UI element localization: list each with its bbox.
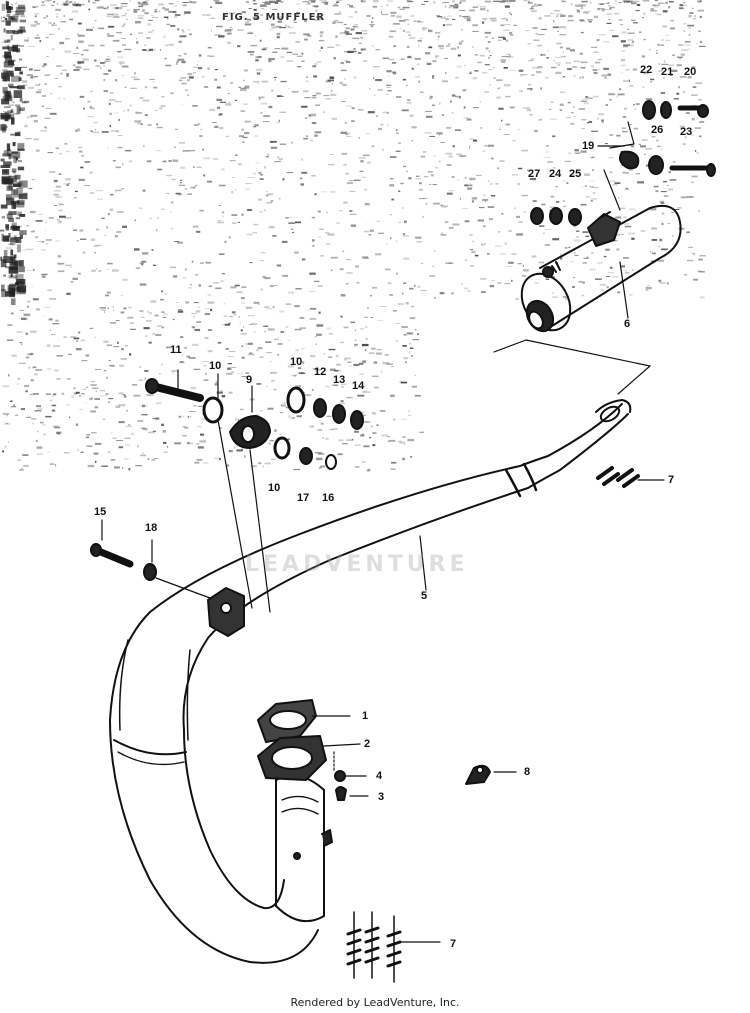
callout-17: 17 bbox=[297, 492, 310, 504]
callout-5: 5 bbox=[421, 590, 428, 602]
callout-2: 2 bbox=[364, 738, 371, 750]
callout-7-top: 7 bbox=[668, 474, 675, 486]
callout-7-bottom: 7 bbox=[450, 938, 457, 950]
callout-10-bottom: 10 bbox=[268, 482, 281, 494]
callout-12: 12 bbox=[314, 366, 327, 378]
pipe-bracket bbox=[90, 519, 245, 637]
callout-8: 8 bbox=[524, 766, 531, 778]
callout-1: 1 bbox=[362, 710, 369, 722]
watermark-text: LEADVENTURE bbox=[245, 552, 469, 577]
clamp-hardware bbox=[145, 369, 364, 613]
muffler-part bbox=[520, 204, 682, 333]
spring-pair-top bbox=[596, 466, 665, 488]
callout-14: 14 bbox=[352, 380, 365, 392]
callout-11: 11 bbox=[170, 344, 182, 356]
callout-19: 19 bbox=[582, 140, 595, 152]
callout-3: 3 bbox=[378, 791, 385, 803]
callout-20: 20 bbox=[684, 66, 697, 78]
diagram-title: FIG. 5 MUFFLER bbox=[222, 12, 326, 23]
callout-21: 21 bbox=[661, 66, 674, 78]
callout-4: 4 bbox=[376, 770, 383, 782]
callout-9: 9 bbox=[246, 374, 253, 386]
callout-26: 26 bbox=[651, 124, 664, 136]
callout-13: 13 bbox=[333, 374, 346, 386]
muffler-hardware bbox=[530, 100, 716, 226]
callout-16: 16 bbox=[322, 492, 335, 504]
callout-10-top-left: 10 bbox=[209, 360, 222, 372]
callout-24: 24 bbox=[549, 168, 562, 180]
flange-part bbox=[257, 699, 369, 801]
callout-27: 27 bbox=[528, 168, 541, 180]
callout-22: 22 bbox=[640, 64, 653, 76]
footer-credit: Rendered by LeadVenture, Inc. bbox=[290, 996, 460, 1009]
callout-18: 18 bbox=[145, 522, 158, 534]
callout-25: 25 bbox=[569, 168, 582, 180]
spring-set-bottom bbox=[346, 911, 441, 983]
callout-10-top-right: 10 bbox=[290, 356, 303, 368]
callout-15: 15 bbox=[94, 506, 107, 518]
callout-23: 23 bbox=[680, 126, 693, 138]
bolt-part bbox=[465, 764, 517, 785]
callout-6: 6 bbox=[624, 318, 631, 330]
exhaust-pipe-part bbox=[109, 399, 632, 964]
scan-noise bbox=[0, 0, 706, 472]
